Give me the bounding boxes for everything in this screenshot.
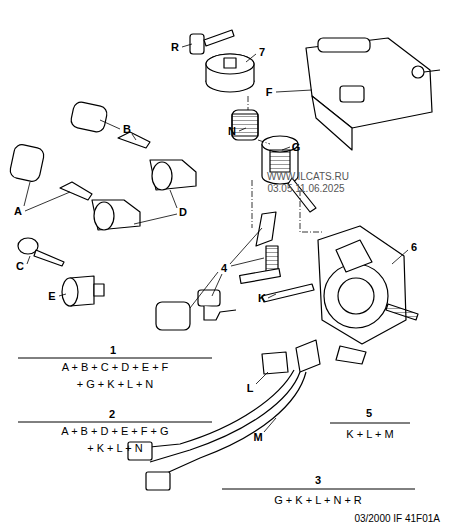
callout-letter: N xyxy=(228,126,236,137)
bar-k xyxy=(262,284,314,302)
housing-f xyxy=(306,38,440,150)
callout-letter: A xyxy=(14,206,22,217)
switch-parts-4 xyxy=(156,212,280,330)
callout-letter: K xyxy=(258,293,266,304)
harness-m xyxy=(140,370,306,476)
leader-lines xyxy=(24,44,408,432)
watermark: WWW.ILCATS.RU xyxy=(267,172,349,182)
steering-lock-6 xyxy=(318,226,418,364)
callout-number: 3 xyxy=(315,475,321,486)
callout-letter: M xyxy=(253,432,262,443)
key-fobs xyxy=(9,101,150,200)
formula-rules xyxy=(18,358,415,489)
key-r xyxy=(190,30,234,54)
callout-letter: B xyxy=(123,124,131,135)
figure-code: 03/2000 IF 41F01A xyxy=(354,514,440,524)
cap-7 xyxy=(206,54,254,92)
plug xyxy=(146,472,170,490)
callout-letter: E xyxy=(48,291,55,302)
parts-formula: A + B + C + D + E + F xyxy=(62,362,169,373)
callout-letter: D xyxy=(179,207,187,218)
callout-number: 2 xyxy=(109,409,115,420)
connector-l xyxy=(262,340,320,374)
parts-formula: G + K + L + N + R xyxy=(274,495,362,506)
parts-formula: + G + K + L + N xyxy=(77,379,154,390)
callout-letter: L xyxy=(247,383,254,394)
callout-letter: R xyxy=(171,42,179,53)
parts-formula: A + B + D + E + F + G xyxy=(61,426,168,437)
callout-letter: F xyxy=(266,87,273,98)
callout-number: 1 xyxy=(110,345,116,356)
callout-number: 5 xyxy=(366,408,372,419)
callout-number: 4 xyxy=(221,263,227,274)
callout-number: 6 xyxy=(411,242,417,253)
parts-formula: K + L + M xyxy=(346,429,393,440)
key-c xyxy=(18,238,64,266)
date-stamp: 03.05 11.06.2025 xyxy=(267,184,344,194)
lock-barrel-d xyxy=(92,160,196,230)
lock-barrel-e xyxy=(62,276,104,306)
callout-number: 7 xyxy=(259,47,265,58)
callout-letter: C xyxy=(16,261,24,272)
callout-letter: G xyxy=(292,142,301,153)
parts-formula: + K + L + N xyxy=(87,443,143,454)
